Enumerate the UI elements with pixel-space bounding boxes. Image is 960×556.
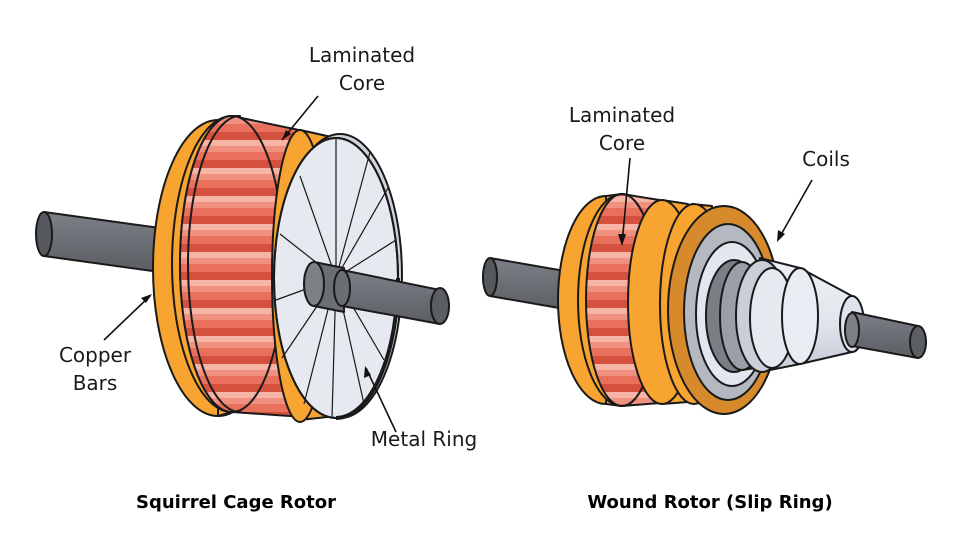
label-laminated-core-2-line1: Laminated [569,103,675,127]
wound-rotor [482,193,927,415]
label-laminated-core-1-line2: Core [339,71,385,95]
slip-rings [719,257,865,373]
label-copper-bars-line1: Copper [59,343,132,367]
leader-metal-ring [365,367,397,433]
label-laminated-core-2-line2: Core [599,131,645,155]
caption-squirrel-cage-rotor: Squirrel Cage Rotor [136,492,336,513]
label-copper-bars-line2: Bars [73,371,118,395]
label-metal-ring: Metal Ring [371,427,477,451]
right-shaft [303,261,450,325]
label-coils: Coils [802,147,850,171]
leader-copper-bars [103,295,151,341]
squirrel-cage-rotor [35,115,450,423]
left-shaft [35,211,161,273]
leader-coils [777,179,813,241]
leader-lines [103,95,813,433]
labels: Laminated Core Copper Bars Metal Ring La… [59,43,850,513]
caption-wound-rotor: Wound Rotor (Slip Ring) [587,492,832,513]
leader-laminated-core-2 [621,157,631,245]
wound-right-shaft [844,311,927,359]
label-laminated-core-1-line1: Laminated [309,43,415,67]
